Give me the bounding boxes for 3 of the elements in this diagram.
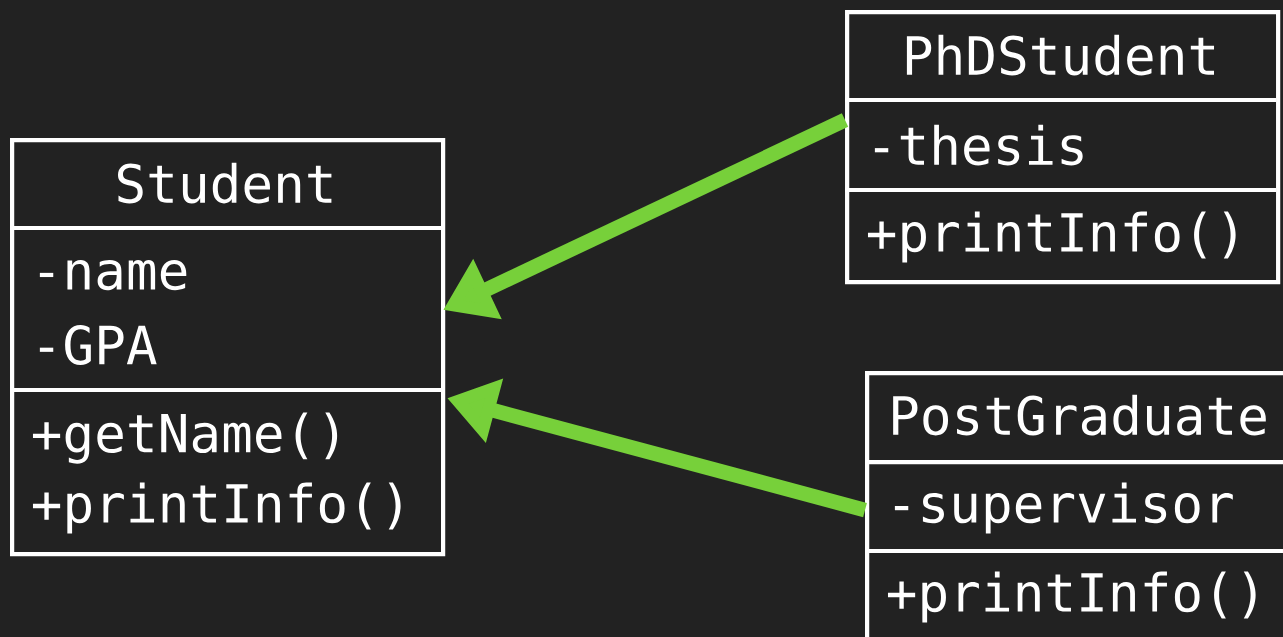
class-box: Student -name -GPA +getName() +printInfo() [10,138,446,557]
class-box: PostGraduate -supervisor +printInfo() [865,371,1283,637]
class-box: PhDStudent -thesis +printInfo() [845,10,1281,285]
